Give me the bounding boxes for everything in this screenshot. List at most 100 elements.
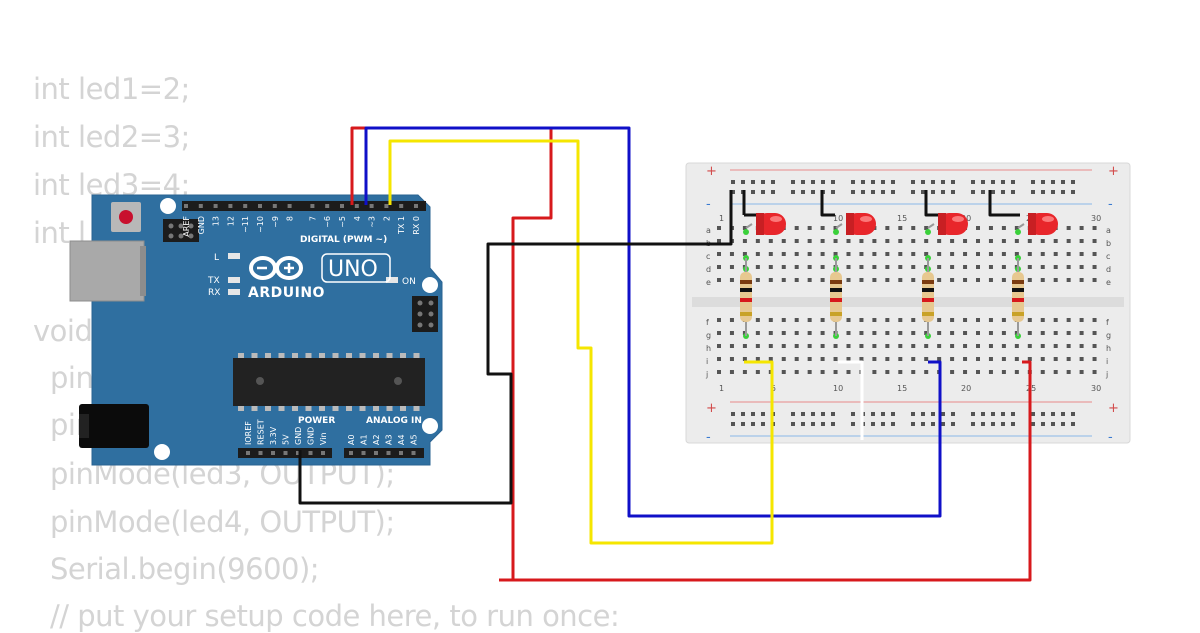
breadboard-hole[interactable] xyxy=(755,331,760,335)
breadboard-hole[interactable] xyxy=(717,331,721,335)
rail-hole[interactable] xyxy=(801,180,805,184)
breadboard-hole[interactable] xyxy=(768,331,773,335)
header-pin[interactable] xyxy=(228,204,233,208)
rail-hole[interactable] xyxy=(941,190,945,194)
breadboard-hole[interactable] xyxy=(1001,265,1006,269)
breadboard-hole[interactable] xyxy=(1014,331,1019,335)
breadboard-hole[interactable] xyxy=(911,265,916,269)
breadboard-hole[interactable] xyxy=(1040,318,1045,322)
breadboard-hole[interactable] xyxy=(963,252,968,256)
breadboard-hole[interactable] xyxy=(963,370,968,374)
breadboard-hole[interactable] xyxy=(729,318,734,322)
header-pin[interactable] xyxy=(354,204,359,208)
breadboard-hole[interactable] xyxy=(833,357,838,361)
breadboard-hole[interactable] xyxy=(820,265,825,269)
breadboard-hole[interactable] xyxy=(729,344,734,348)
breadboard-hole[interactable] xyxy=(911,278,916,282)
breadboard-hole[interactable] xyxy=(729,370,734,374)
rail-hole[interactable] xyxy=(1061,180,1065,184)
breadboard-hole[interactable] xyxy=(1027,318,1032,322)
breadboard-hole[interactable] xyxy=(794,344,799,348)
rail-hole[interactable] xyxy=(831,180,835,184)
rail-hole[interactable] xyxy=(911,190,915,194)
breadboard-hole[interactable] xyxy=(781,357,786,361)
rail-hole[interactable] xyxy=(1031,412,1035,416)
breadboard-hole[interactable] xyxy=(846,265,851,269)
breadboard-hole[interactable] xyxy=(717,357,721,361)
breadboard-hole[interactable] xyxy=(807,357,812,361)
breadboard-hole[interactable] xyxy=(872,239,877,243)
breadboard-hole[interactable] xyxy=(1001,226,1006,230)
rail-hole[interactable] xyxy=(1001,190,1005,194)
rail-hole[interactable] xyxy=(761,412,765,416)
breadboard-hole[interactable] xyxy=(1040,344,1045,348)
breadboard-hole[interactable] xyxy=(1092,278,1097,282)
header-pin[interactable] xyxy=(246,451,250,455)
breadboard-hole[interactable] xyxy=(1027,357,1032,361)
breadboard-hole[interactable] xyxy=(1014,239,1019,243)
breadboard-hole[interactable] xyxy=(885,239,890,243)
rail-hole[interactable] xyxy=(811,180,815,184)
resistor-2[interactable] xyxy=(830,258,842,336)
breadboard-hole[interactable] xyxy=(911,318,916,322)
breadboard-hole[interactable] xyxy=(988,370,993,374)
breadboard-hole[interactable] xyxy=(859,265,864,269)
breadboard-hole[interactable] xyxy=(885,331,890,335)
breadboard-hole[interactable] xyxy=(988,344,993,348)
breadboard-hole[interactable] xyxy=(820,331,825,335)
rail-hole[interactable] xyxy=(1041,412,1045,416)
breadboard-hole[interactable] xyxy=(781,370,786,374)
breadboard-hole[interactable] xyxy=(885,344,890,348)
rail-hole[interactable] xyxy=(1001,422,1005,426)
breadboard-hole[interactable] xyxy=(807,318,812,322)
breadboard-hole[interactable] xyxy=(1040,370,1045,374)
breadboard-hole[interactable] xyxy=(963,239,968,243)
breadboard-hole[interactable] xyxy=(807,344,812,348)
header-pin[interactable] xyxy=(349,451,353,455)
breadboard-hole[interactable] xyxy=(807,278,812,282)
rail-hole[interactable] xyxy=(811,412,815,416)
rail-hole[interactable] xyxy=(1011,190,1015,194)
breadboard-hole[interactable] xyxy=(924,344,929,348)
rail-hole[interactable] xyxy=(991,180,995,184)
rail-hole[interactable] xyxy=(791,190,795,194)
breadboard-hole[interactable] xyxy=(794,357,799,361)
breadboard-hole[interactable] xyxy=(717,318,721,322)
rail-hole[interactable] xyxy=(931,190,935,194)
breadboard-hole[interactable] xyxy=(781,344,786,348)
breadboard-hole[interactable] xyxy=(1053,370,1058,374)
header-pin[interactable] xyxy=(184,204,188,208)
breadboard-hole[interactable] xyxy=(781,318,786,322)
breadboard-hole[interactable] xyxy=(1092,252,1097,256)
rail-hole[interactable] xyxy=(1071,180,1075,184)
breadboard-hole[interactable] xyxy=(807,252,812,256)
breadboard-hole[interactable] xyxy=(820,318,825,322)
breadboard-hole[interactable] xyxy=(950,370,955,374)
breadboard-hole[interactable] xyxy=(1001,357,1006,361)
rail-hole[interactable] xyxy=(931,180,935,184)
breadboard-hole[interactable] xyxy=(1027,331,1032,335)
breadboard-hole[interactable] xyxy=(1040,265,1045,269)
rail-hole[interactable] xyxy=(871,180,875,184)
rail-hole[interactable] xyxy=(881,412,885,416)
resistor-3[interactable] xyxy=(922,258,934,336)
breadboard-hole[interactable] xyxy=(963,357,968,361)
breadboard-hole[interactable] xyxy=(807,331,812,335)
breadboard-hole[interactable] xyxy=(1053,318,1058,322)
header-pin[interactable] xyxy=(258,204,262,208)
rail-hole[interactable] xyxy=(731,422,735,426)
breadboard-hole[interactable] xyxy=(794,226,799,230)
breadboard-hole[interactable] xyxy=(859,331,864,335)
rail-hole[interactable] xyxy=(981,180,985,184)
breadboard-hole[interactable] xyxy=(729,265,734,269)
breadboard-hole[interactable] xyxy=(846,318,851,322)
breadboard-hole[interactable] xyxy=(898,370,903,374)
header-pin[interactable] xyxy=(296,451,300,455)
breadboard-hole[interactable] xyxy=(717,278,721,282)
breadboard-hole[interactable] xyxy=(1079,265,1084,269)
breadboard-hole[interactable] xyxy=(950,318,955,322)
rail-hole[interactable] xyxy=(951,422,955,426)
breadboard-hole[interactable] xyxy=(976,370,980,374)
led-2[interactable] xyxy=(846,213,876,235)
breadboard-hole[interactable] xyxy=(1001,252,1006,256)
